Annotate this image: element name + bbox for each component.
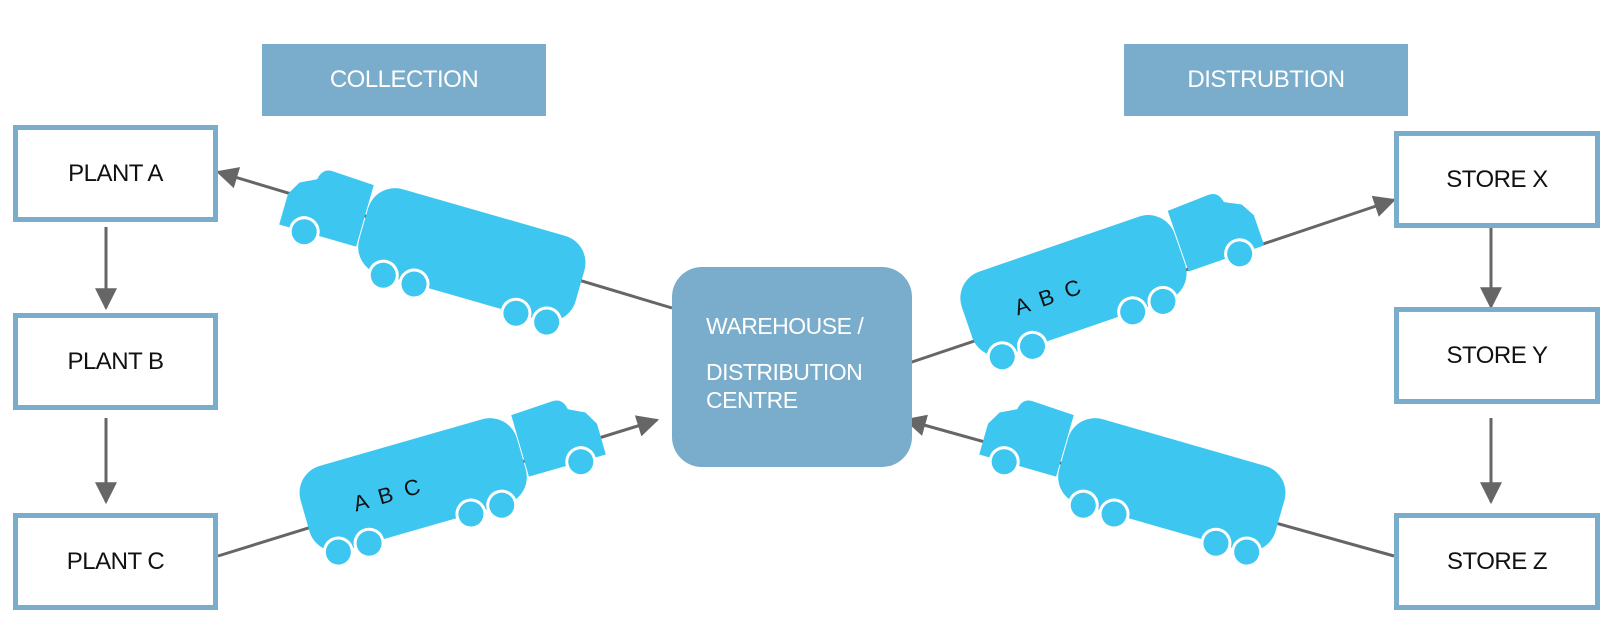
distribution-header-label: DISTRUBTION	[1187, 66, 1345, 93]
plant-b-label: PLANT B	[67, 347, 164, 375]
tanker-truck-icon-distribution-top: A B C	[951, 179, 1277, 379]
store-x-box: STORE X	[1394, 131, 1600, 228]
warehouse-node: WAREHOUSE / DISTRIBUTION CENTRE	[672, 267, 912, 467]
store-z-label: STORE Z	[1446, 547, 1548, 575]
tanker-truck-icon-collection-bottom: A B C	[291, 387, 617, 574]
collection-header: COLLECTION	[262, 44, 546, 116]
store-y-box: STORE Y	[1394, 307, 1600, 404]
distribution-header: DISTRUBTION	[1124, 44, 1408, 116]
store-x-label: STORE X	[1446, 165, 1548, 193]
plant-b-box: PLANT B	[13, 313, 218, 410]
plant-a-box: PLANT A	[13, 125, 218, 222]
store-y-label: STORE Y	[1446, 341, 1548, 369]
plant-a-label: PLANT A	[68, 159, 163, 187]
plant-c-label: PLANT C	[66, 547, 165, 575]
warehouse-label-line2: DISTRIBUTION	[706, 359, 863, 385]
plant-c-box: PLANT C	[13, 513, 218, 610]
tanker-truck-icon-distribution-bottom	[968, 387, 1294, 574]
collection-header-label: COLLECTION	[329, 66, 479, 93]
warehouse-label-line1: WAREHOUSE /	[706, 313, 864, 339]
store-z-box: STORE Z	[1394, 513, 1600, 610]
tanker-truck-icon-collection-top	[268, 157, 594, 344]
warehouse-label-line3: CENTRE	[706, 387, 798, 413]
